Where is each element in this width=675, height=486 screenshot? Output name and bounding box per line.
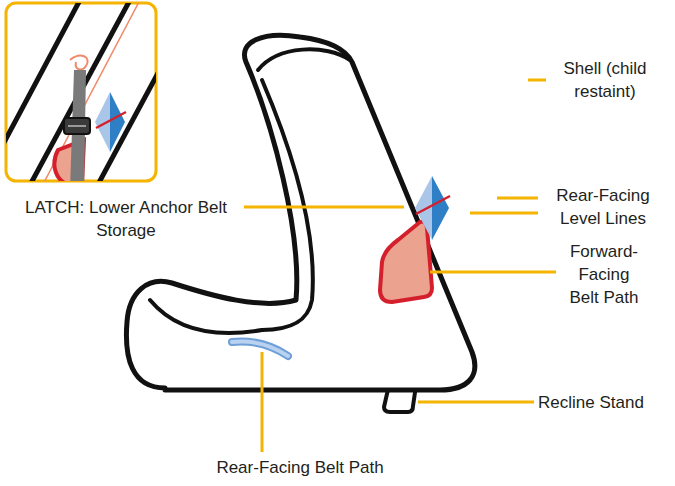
leader-lines: [244, 80, 556, 452]
part-label: Recline Stand: [538, 391, 668, 414]
rear-facing-belt-path: [232, 342, 288, 356]
forward-facing-belt-path: [380, 222, 432, 302]
part-label: Rear-Facing Belt Path: [160, 456, 440, 479]
level-line: [416, 196, 450, 214]
rear-facing-belt-path-fill: [232, 342, 288, 356]
shell-side-panel: [262, 80, 313, 330]
part-label: LATCH: Lower Anchor Belt Storage: [12, 196, 240, 242]
shell-wing: [258, 49, 350, 70]
part-label: Shell (child restaint): [540, 57, 670, 103]
level-indicator-dark: [432, 176, 449, 240]
part-label: Rear-Facing Level Lines: [544, 184, 662, 230]
seat-front-edge: [150, 300, 262, 333]
part-label: Forward-Facing Belt Path: [562, 240, 646, 309]
